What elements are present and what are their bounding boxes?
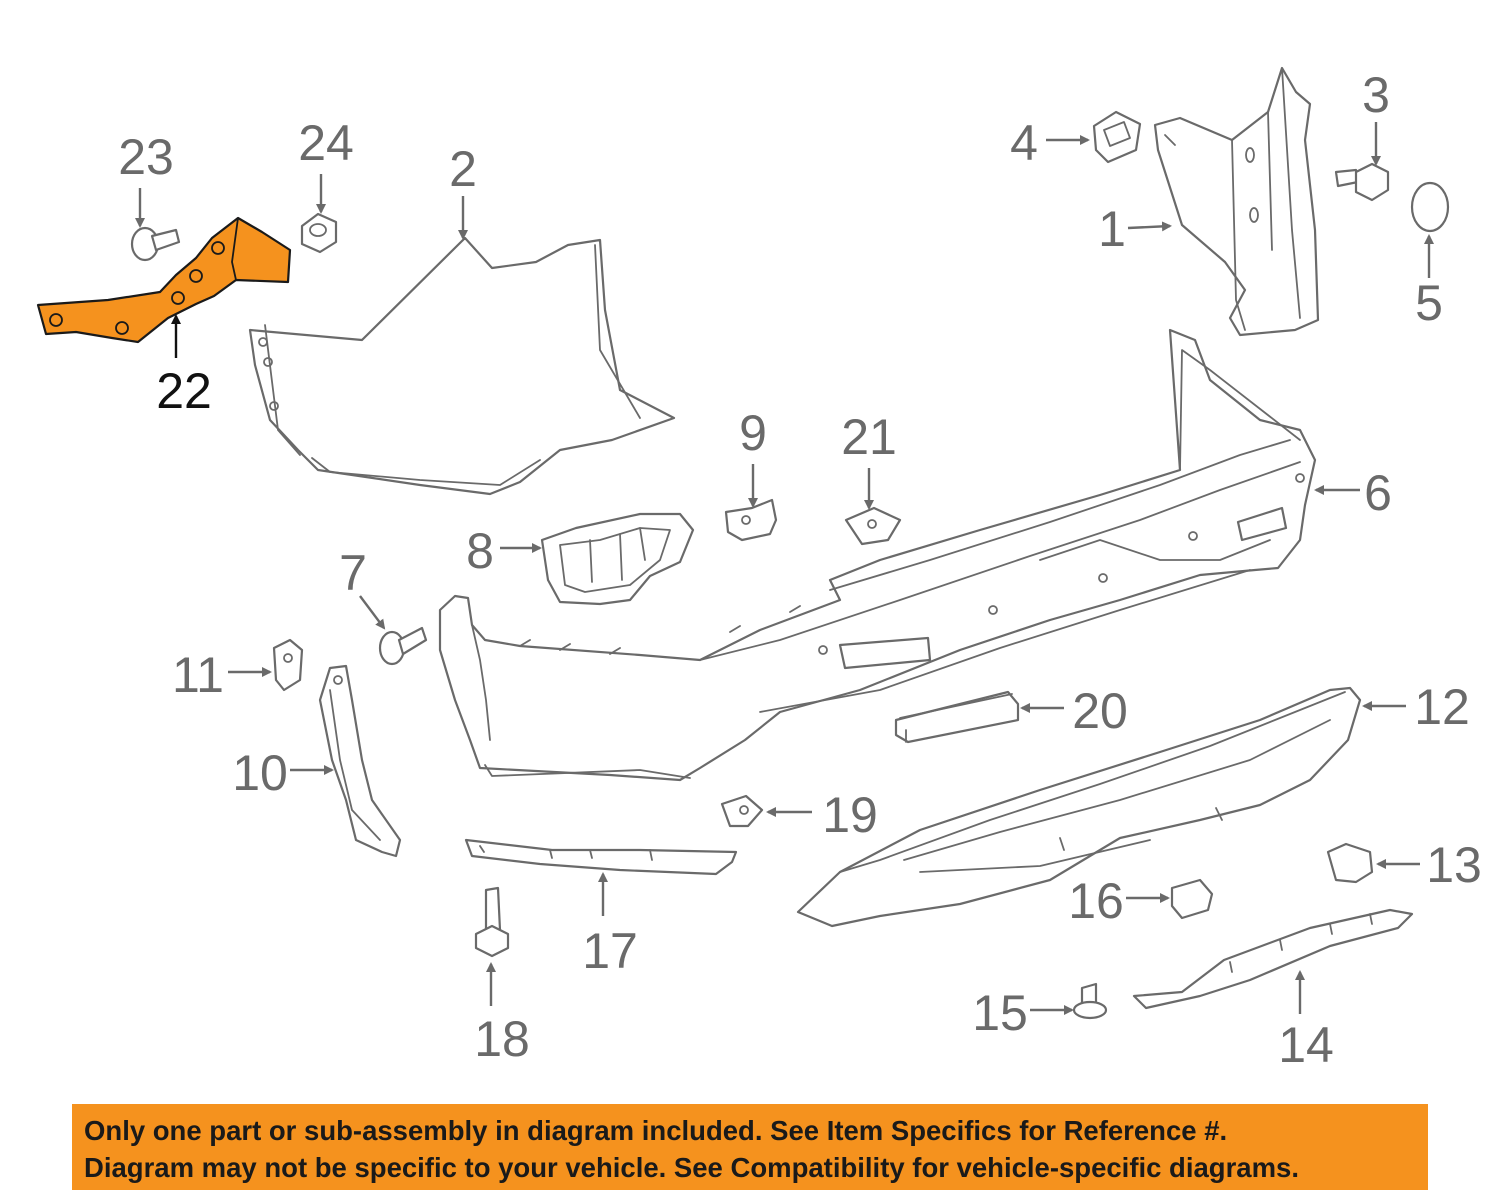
callout-11: 11	[172, 647, 224, 703]
callout-21: 21	[841, 409, 897, 465]
part-18-bolt	[474, 886, 510, 958]
part-5-grommet	[1410, 181, 1450, 233]
part-8-bracket	[540, 512, 695, 606]
callout-3: 3	[1362, 67, 1390, 123]
part-7-push-pin	[378, 626, 428, 666]
part-6-bumper-cover	[438, 328, 1317, 782]
callout-6: 6	[1364, 465, 1392, 521]
leader-7	[359, 595, 386, 630]
part-10-side-bracket	[318, 664, 402, 858]
part-13-clip	[1326, 842, 1374, 884]
disclaimer-banner: Only one part or sub-assembly in diagram…	[72, 1104, 1428, 1190]
part-17-strip	[464, 838, 738, 876]
callout-4: 4	[1010, 115, 1038, 171]
callout-10: 10	[232, 745, 288, 801]
part-15-push-pin	[1072, 982, 1108, 1020]
callout-12: 12	[1414, 679, 1470, 735]
part-3-bolt	[1334, 162, 1390, 202]
part-2-side-panel	[248, 236, 676, 496]
callout-14: 14	[1278, 1017, 1334, 1073]
callout-24: 24	[298, 115, 354, 171]
callout-2: 2	[449, 141, 477, 197]
part-24-nut	[300, 212, 338, 254]
leader-1	[1127, 221, 1172, 232]
part-19-clip	[720, 794, 764, 828]
part-21-nut-clip	[844, 506, 902, 546]
part-1-bracket	[1153, 66, 1320, 337]
callout-8: 8	[466, 523, 494, 579]
part-12-lower-valance	[796, 686, 1362, 928]
part-20-absorber	[894, 690, 1020, 744]
disclaimer-line-1: Only one part or sub-assembly in diagram…	[84, 1115, 1228, 1146]
callout-1: 1	[1098, 201, 1126, 257]
callout-7: 7	[339, 545, 367, 601]
callout-22-highlighted: 22	[156, 363, 212, 419]
callout-18: 18	[474, 1011, 530, 1067]
part-22-bracket-highlighted	[36, 216, 292, 344]
callout-16: 16	[1068, 873, 1124, 929]
callout-5: 5	[1415, 275, 1443, 331]
callout-13: 13	[1426, 837, 1482, 893]
callout-9: 9	[739, 405, 767, 461]
callout-15: 15	[972, 985, 1028, 1041]
part-9-clip	[724, 498, 778, 542]
callout-23: 23	[118, 129, 174, 185]
callout-19: 19	[822, 787, 878, 843]
callout-17: 17	[582, 923, 638, 979]
disclaimer-line-2: Diagram may not be specific to your vehi…	[84, 1152, 1299, 1183]
part-16-clip	[1170, 878, 1214, 920]
part-4-retainer	[1092, 110, 1142, 164]
callout-20: 20	[1072, 683, 1128, 739]
part-14-lower-strip	[1132, 908, 1414, 1010]
part-23-bolt	[130, 226, 181, 262]
part-11-clip	[272, 638, 304, 692]
